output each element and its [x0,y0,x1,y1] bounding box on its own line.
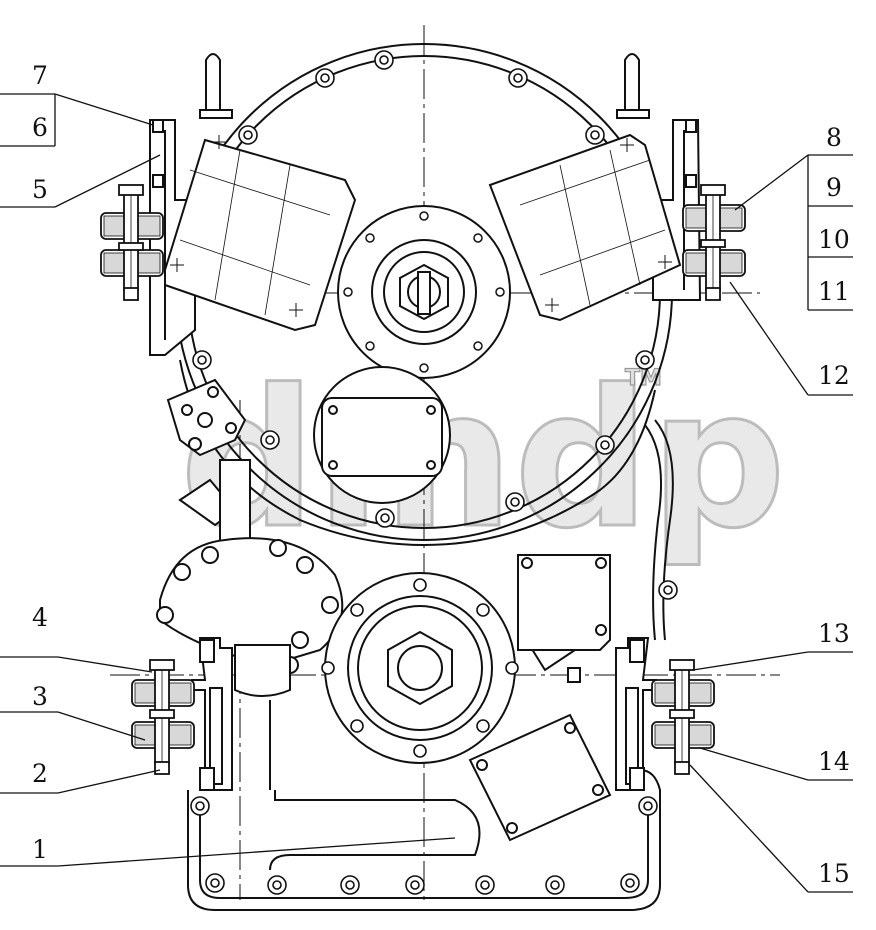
oil-pan-bolts [190,580,678,895]
leader-lines [0,93,853,893]
callout-4: 4 [32,603,48,632]
mount-lower-left [131,659,195,775]
oil-pan [187,700,661,911]
callout-7: 7 [32,61,48,90]
callout-5: 5 [32,175,48,204]
callout-15: 15 [818,859,850,888]
mount-nut [154,761,170,775]
bolt-circle [192,50,655,528]
inspection-cover [313,366,451,504]
callout-11: 11 [818,277,850,306]
leader-15 [689,764,809,893]
lower-right-cover [468,713,612,842]
mount-washer [669,659,695,671]
lower-right-bracket [615,637,657,791]
bracket-bolt [152,119,164,133]
leader-12 [729,281,809,396]
callout-12: 12 [818,361,850,390]
lifting-eyes [199,53,650,119]
mount-lower-right [651,659,715,775]
cover-plate [321,397,443,477]
housing-bolts [192,50,655,528]
lower-left-bracket [191,637,233,791]
mount-nut [674,761,690,775]
pad-marks [170,135,672,317]
leader-5 [54,154,161,208]
leader-1 [57,837,456,867]
callout-9: 9 [826,173,842,202]
leader-2 [57,769,161,794]
hub-cotter-pin [417,271,431,315]
central-hub [337,205,511,379]
callout-13: 13 [818,619,850,648]
converter-pads [164,133,682,332]
leader-14 [699,747,809,781]
bracket-bolt [629,639,645,663]
left-lifting-eye [205,53,221,111]
bracket-bolt [199,639,215,663]
hub-bolt-circle [343,211,505,373]
output-flange-bolts [321,578,519,758]
mount-nut [123,287,139,301]
watermark-text: dmdp [180,349,786,570]
watermark: dmdp TM [179,348,788,572]
oil-pan-baffle [269,790,481,871]
leader-4 [57,656,153,673]
callout-14: 14 [818,747,850,776]
callout-labels: 7 6 5 4 3 2 1 8 9 10 11 12 13 14 15 [32,61,850,888]
callout-10: 10 [818,225,850,254]
callout-2: 2 [32,759,48,788]
mount-washer [118,184,144,196]
right-lifting-eye [624,53,640,111]
callout-6: 6 [32,113,48,142]
leader-13 [692,651,809,671]
leader-3 [57,711,146,741]
callout-3: 3 [32,682,48,711]
mount-washer [700,184,726,196]
leader-8 [734,154,809,211]
mount-washer [149,659,175,671]
right-side-hose [654,419,674,641]
callout-1: 1 [32,835,48,864]
leader-7 [54,93,154,126]
mount-nut [705,287,721,301]
pump-elbow [234,644,291,697]
bracket-bolt [629,767,645,791]
bracket-bolt [199,767,215,791]
bracket-bolt [685,119,697,133]
upper-right-cover [517,554,611,651]
pump-flange [156,537,344,697]
left-valve-block [166,378,251,559]
bracket-bolt [685,174,697,188]
left-pad [164,138,357,332]
mount-upper-right [682,184,746,301]
right-cover-plates [468,554,612,842]
right-pad [488,133,682,322]
output-flange [324,572,516,764]
callout-8: 8 [826,123,842,152]
mount-upper-left [100,184,164,301]
bracket-bolt [152,174,164,188]
